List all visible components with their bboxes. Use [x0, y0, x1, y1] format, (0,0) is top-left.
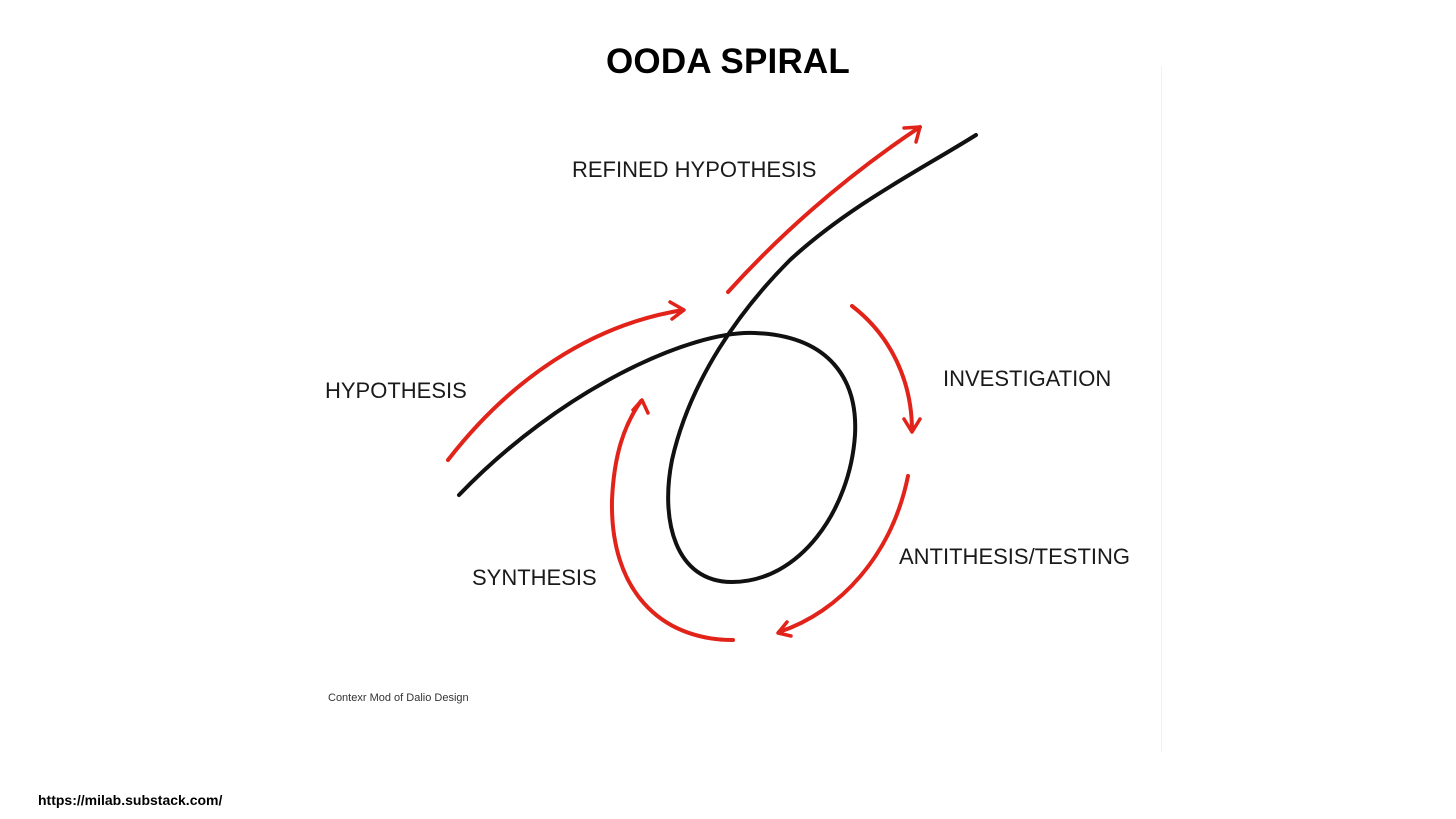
- arrow-hypothesis: [446, 300, 686, 462]
- spiral-path: [457, 133, 978, 584]
- source-url-link[interactable]: https://milab.substack.com/: [38, 792, 223, 808]
- label-hypothesis: HYPOTHESIS: [325, 378, 467, 403]
- label-antithesis-testing: ANTITHESIS/TESTING: [899, 544, 1131, 569]
- label-investigation: INVESTIGATION: [943, 366, 1112, 391]
- arrow-antithesis-testing: [776, 474, 910, 638]
- arrow-refined-hypothesis: [726, 125, 922, 294]
- arrow-synthesis: [609, 398, 735, 642]
- label-refined-hypothesis: REFINED HYPOTHESIS: [572, 157, 817, 182]
- arrow-investigation: [850, 304, 922, 434]
- panel-divider: [1161, 66, 1162, 752]
- label-synthesis: SYNTHESIS: [472, 565, 597, 590]
- page-title: OODA SPIRAL: [606, 42, 850, 81]
- design-credit: Contexr Mod of Dalio Design: [328, 692, 469, 704]
